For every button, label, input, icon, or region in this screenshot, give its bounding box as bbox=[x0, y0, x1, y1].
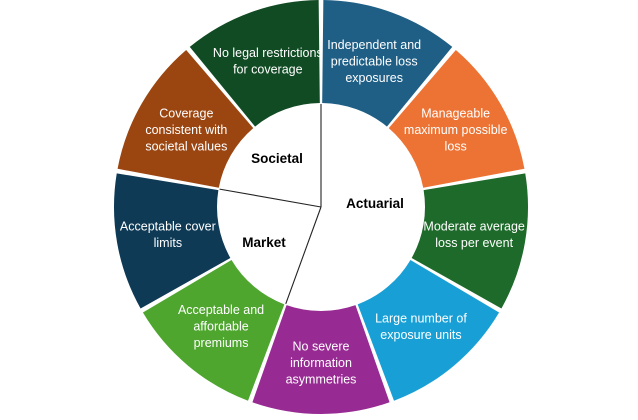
ring-label-line: Acceptable cover bbox=[120, 219, 216, 233]
sector-divider bbox=[285, 206, 322, 304]
outer-ring: Independent and predictable loss exposures… bbox=[113, 0, 528, 414]
ring-label-line: affordable bbox=[193, 320, 248, 334]
ring-label-line: No severe bbox=[293, 340, 350, 354]
ring-segment-exposure-units bbox=[357, 260, 500, 401]
inner-circle bbox=[218, 104, 424, 310]
ring-segment-information-asymmetries bbox=[252, 305, 390, 414]
ring-label-line: Moderate average bbox=[423, 219, 525, 233]
ring-label-line: loss per event bbox=[435, 236, 513, 250]
ring-label-line: limits bbox=[154, 236, 182, 250]
sector-divider bbox=[219, 188, 322, 208]
ring-segment-affordable-premiums bbox=[142, 260, 285, 401]
ring-label-independent-loss: Independent and predictable loss exposures bbox=[327, 38, 421, 85]
ring-segment-average-loss bbox=[411, 173, 528, 309]
ring-label-line: loss bbox=[445, 139, 467, 153]
ring-label-cover-limits: Acceptable cover limits bbox=[120, 219, 216, 250]
ring-label-line: exposures bbox=[345, 71, 403, 85]
ring-label-average-loss: Moderate average loss per event bbox=[423, 219, 525, 250]
ring-label-line: information bbox=[290, 356, 352, 370]
ring-label-information-asymmetries: No severe information asymmetries bbox=[286, 340, 357, 387]
ring-label-line: asymmetries bbox=[286, 373, 357, 387]
ring-segment-independent-loss bbox=[322, 0, 453, 127]
ring-segment-max-possible-loss bbox=[388, 49, 525, 188]
ring-label-exposure-units: Large number of exposure units bbox=[375, 311, 467, 342]
center-label-societal: Societal bbox=[251, 151, 303, 166]
ring-segment-cover-limits bbox=[113, 173, 231, 309]
ring-label-line: exposure units bbox=[380, 328, 461, 342]
ring-label-line: consistent with bbox=[145, 123, 227, 137]
ring-label-line: Large number of bbox=[375, 311, 467, 325]
ring-label-societal-values: Coverage consistent with societal values bbox=[145, 106, 227, 153]
ring-label-line: Manageable bbox=[421, 106, 490, 120]
ring-label-line: for coverage bbox=[233, 63, 303, 77]
center-label-market: Market bbox=[242, 235, 286, 250]
ring-label-line: societal values bbox=[145, 139, 227, 153]
ring-segment-societal-values bbox=[117, 49, 254, 188]
ring-label-line: Coverage bbox=[159, 106, 213, 120]
ring-label-line: Acceptable and bbox=[178, 303, 264, 317]
ring-label-line: premiums bbox=[194, 336, 249, 350]
ring-segment-legal-restrictions bbox=[189, 0, 320, 127]
ring-label-max-possible-loss: Manageable maximum possible loss bbox=[404, 106, 508, 153]
ring-label-affordable-premiums: Acceptable and affordable premiums bbox=[178, 303, 264, 350]
ring-label-line: maximum possible bbox=[404, 123, 508, 137]
ring-label-line: predictable loss bbox=[331, 54, 418, 68]
center-label-actuarial: Actuarial bbox=[346, 196, 404, 211]
ring-label-legal-restrictions: No legal restrictions for coverage bbox=[213, 46, 323, 77]
ring-label-line: No legal restrictions bbox=[213, 46, 323, 60]
ring-label-line: Independent and bbox=[327, 38, 421, 52]
